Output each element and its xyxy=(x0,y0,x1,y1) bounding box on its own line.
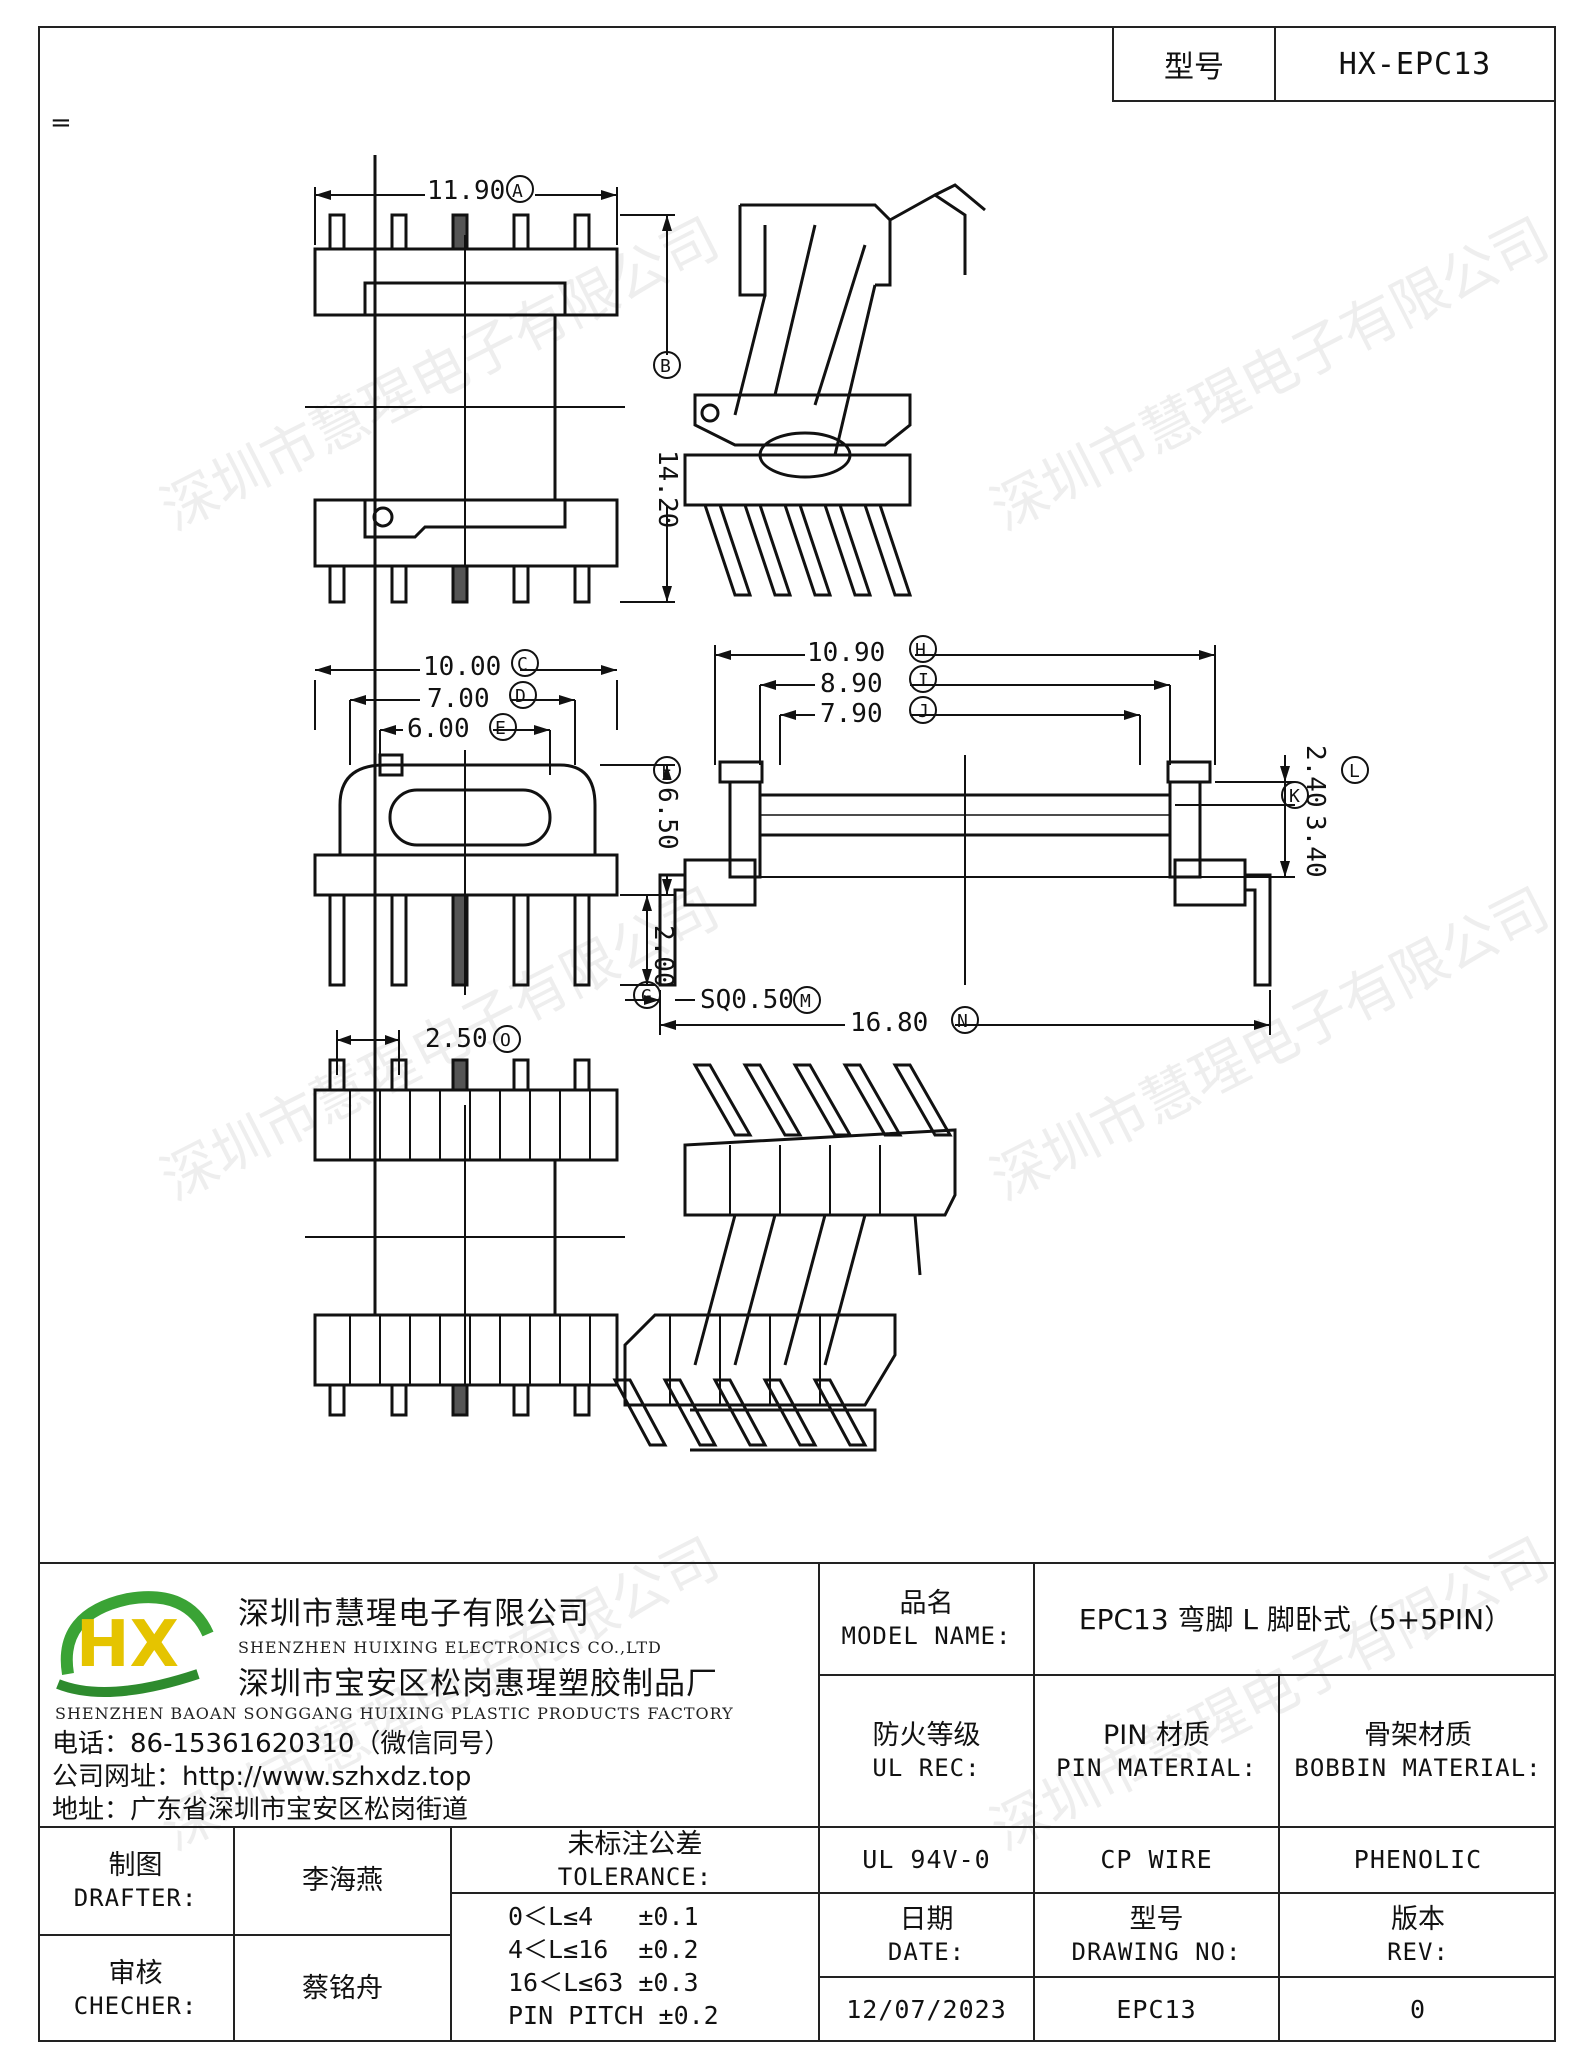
date-value: 12/07/2023 xyxy=(846,1995,1007,2025)
dim-B-tag: B xyxy=(660,356,671,377)
dim-I-tag: I xyxy=(918,670,929,691)
corner-mark: = xyxy=(50,108,72,138)
model-header-label: 型号 xyxy=(1114,28,1276,100)
dim-L-value: 3.40 xyxy=(1300,815,1330,878)
drafter-name: 李海燕 xyxy=(302,1865,383,1897)
company-name-1-zh: 深圳市慧瑆电子有限公司 xyxy=(238,1596,590,1632)
company-name-2-zh: 深圳市宝安区松岗惠瑆塑胶制品厂 xyxy=(238,1666,718,1702)
tolerance-line: 0＜L≤4 ±0.1 xyxy=(508,1902,699,1931)
pin-material-label: PIN 材质 PIN MATERIAL: xyxy=(1056,1720,1257,1782)
rev-value: 0 xyxy=(1409,1995,1427,2025)
dim-L-tag: L xyxy=(1349,761,1360,782)
tolerance-label: 未标注公差 TOLERANCE: xyxy=(557,1829,713,1891)
bobbin-material-label: 骨架材质 BOBBIN MATERIAL: xyxy=(1294,1720,1542,1782)
dim-F-value: 6.50 xyxy=(652,787,682,850)
dim-N-value: 16.80 xyxy=(850,1008,928,1038)
bobbin-material-value: PHENOLIC xyxy=(1353,1845,1483,1875)
ul-rec-label: 防火等级 UL REC: xyxy=(872,1720,981,1782)
model-header-value: HX-EPC13 xyxy=(1338,46,1492,82)
dim-C-tag: C xyxy=(517,654,528,675)
title-block: HX 深圳市慧瑆电子有限公司 SHENZHEN HUIXING ELECTRON… xyxy=(38,1562,1556,2042)
side-view: 10.00 C 7.00 D 6.00 E xyxy=(313,649,683,1009)
tolerance-line: 16＜L≤63 ±0.3 xyxy=(508,1968,699,1997)
logo-letters: HX xyxy=(76,1608,179,1682)
tolerance-table: 0＜L≤4 ±0.1 4＜L≤16 ±0.2 16＜L≤63 ±0.3 PIN … xyxy=(508,1900,719,2032)
technical-drawing: 11.90 A 14.20 B xyxy=(305,155,1369,1452)
dim-D-tag: D xyxy=(515,686,526,707)
dim-E-tag: E xyxy=(495,718,506,739)
tolerance-line: PIN PITCH ±0.2 xyxy=(508,2001,719,2030)
dim-H-value: 10.90 xyxy=(807,638,885,668)
dim-C-value: 10.00 xyxy=(423,652,501,682)
hx-logo-icon: HX xyxy=(56,1591,214,1697)
dim-A-value: 11.90 xyxy=(427,176,505,206)
dim-O-value: 2.50 xyxy=(425,1024,488,1054)
dim-I-value: 8.90 xyxy=(820,669,883,699)
isometric-view-top xyxy=(683,183,986,597)
dim-N-tag: N xyxy=(957,1011,968,1032)
dim-O-tag: O xyxy=(500,1030,511,1051)
tolerance-line: 4＜L≤16 ±0.2 xyxy=(508,1935,699,1964)
dim-H-tag: H xyxy=(915,640,926,661)
drawing-frame xyxy=(38,26,1556,2042)
drafter-label: 制图 DRAFTER: xyxy=(73,1850,198,1912)
company-name-2-en: SHENZHEN BAOAN SONGGANG HUIXING PLASTIC … xyxy=(55,1704,734,1723)
drawing-no-label: 型号 DRAWING NO: xyxy=(1071,1904,1242,1966)
drawing-no-value: EPC13 xyxy=(1116,1995,1197,2025)
company-name-1-en: SHENZHEN HUIXING ELECTRONICS CO.,LTD xyxy=(238,1638,662,1657)
contact-phone: 电话：86-15361620310（微信同号） xyxy=(52,1729,511,1759)
rev-label: 版本 REV: xyxy=(1387,1904,1449,1966)
contact-website: 公司网址：http://www.szhxdz.top xyxy=(52,1762,472,1792)
checker-label: 审核 CHECHER: xyxy=(73,1958,198,2020)
dim-J-tag: J xyxy=(918,701,929,722)
dim-J-value: 7.90 xyxy=(820,699,883,729)
dim-M-tag: M xyxy=(800,991,811,1012)
dim-F-tag: F xyxy=(661,761,672,782)
model-name-value: EPC13 弯脚 L 脚卧式（5+5PIN） xyxy=(1078,1602,1513,1636)
pin-material-value: CP WIRE xyxy=(1100,1845,1213,1875)
l-pin-side-view: 10.90 H 8.90 I 7.90 J xyxy=(625,635,1369,1038)
ul-rec-value: UL 94V-0 xyxy=(862,1845,991,1875)
model-name-label: 品名 MODEL NAME: xyxy=(841,1588,1012,1650)
model-header-box: 型号 HX-EPC13 xyxy=(1112,26,1556,102)
dim-D-value: 7.00 xyxy=(427,684,490,714)
dim-A-tag: A xyxy=(512,181,523,202)
dim-G-value: 2.00 xyxy=(648,925,678,988)
dim-K-value: 2.40 xyxy=(1300,745,1330,808)
dim-E-value: 6.00 xyxy=(407,714,470,744)
front-view: 11.90 A 14.20 B xyxy=(305,175,683,604)
dim-K-tag: K xyxy=(1289,786,1300,807)
contact-address: 地址：广东省深圳市宝安区松岗街道 xyxy=(52,1795,469,1825)
dim-B-value: 14.20 xyxy=(652,450,682,528)
date-label: 日期 DATE: xyxy=(887,1904,966,1966)
checker-name: 蔡铭舟 xyxy=(302,1973,383,2005)
dim-M-value: SQ0.50 xyxy=(700,985,794,1015)
bottom-view: 2.50 O xyxy=(305,155,625,1417)
isometric-view-bottom xyxy=(612,1063,957,1452)
